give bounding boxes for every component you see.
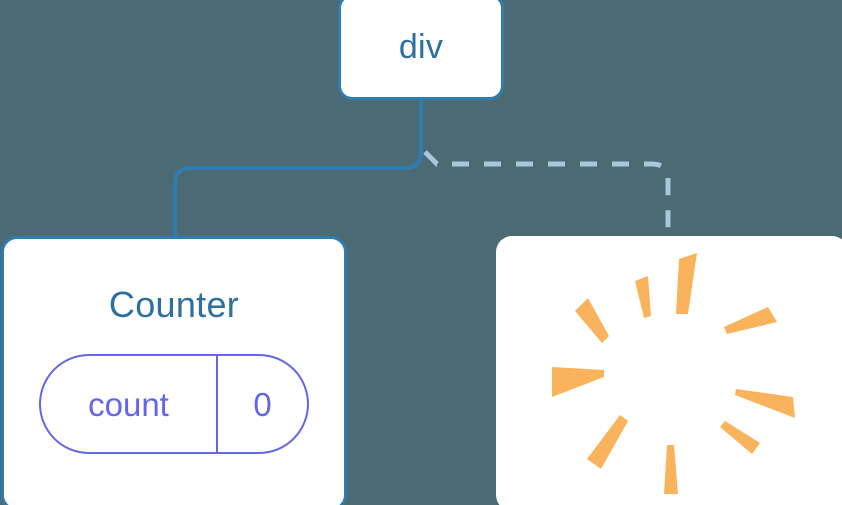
sparkle-ray-ene [724,307,777,334]
sparkle-ray-s [664,445,678,494]
sparkle-ray-nnw [635,276,651,318]
connector-div-to-counter [173,100,423,238]
node-counter-label: Counter [108,284,240,325]
state-key: count [41,356,218,452]
node-div-label: div [398,28,444,66]
sparkle-rays [552,253,795,494]
sparkle-ray-w [552,367,604,397]
sparkle-burst-icon [552,253,795,494]
sparkle-ray-sse [720,421,760,454]
node-div[interactable]: div [338,0,504,100]
sparkle-ray-n [676,253,697,314]
sparkle-ray-e [735,389,795,418]
state-capsule[interactable]: count 0 [39,354,309,454]
sparkle-ray-nw [575,298,609,343]
connector-div-to-sparkle [423,150,671,238]
node-sparkle[interactable] [496,236,842,505]
state-value: 0 [253,385,272,423]
node-counter[interactable]: Counter count 0 [1,236,347,505]
sparkle-ray-sw [587,415,628,469]
